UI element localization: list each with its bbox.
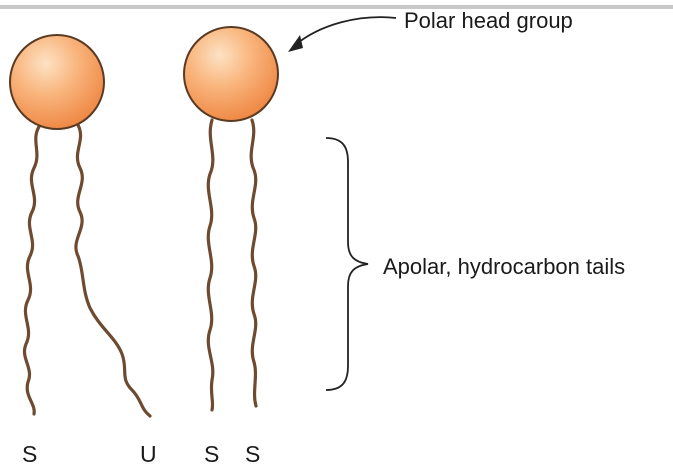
tail-type-label: U [140, 443, 157, 466]
polar-head-arrowhead [288, 35, 303, 52]
lipid-2-tail-saturated-b [251, 120, 256, 406]
lipid-2-tail-saturated-a [208, 120, 213, 410]
tail-type-label: S [245, 443, 260, 466]
lipid-2-polar-head [184, 27, 278, 121]
lipid-1-tail-saturated [24, 125, 40, 414]
tail-type-label: S [204, 443, 219, 466]
polar-head-pointer-arrow [294, 17, 396, 46]
lipid-1-polar-head [10, 35, 104, 129]
apolar-tails-label: Apolar, hydrocarbon tails [383, 256, 625, 278]
tail-type-label: S [22, 443, 37, 466]
tails-brace [326, 138, 368, 390]
lipid-1-tail-unsaturated [76, 125, 150, 416]
polar-head-label: Polar head group [404, 10, 573, 32]
